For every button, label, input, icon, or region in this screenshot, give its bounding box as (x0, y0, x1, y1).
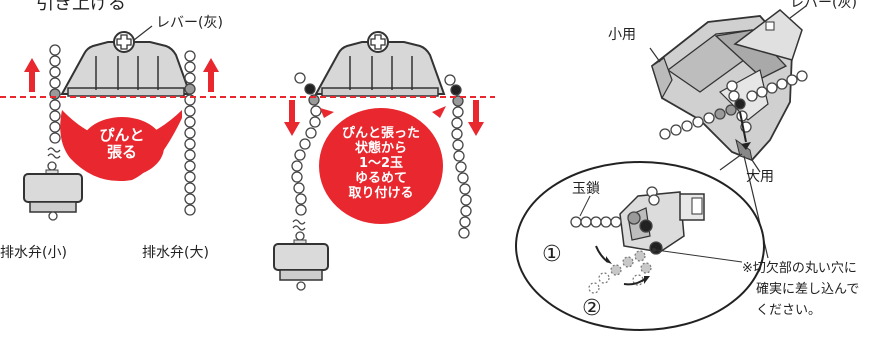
large-leader-line (751, 159, 761, 173)
callout-line: 張る (106, 143, 137, 162)
arrow-icon (606, 256, 612, 264)
plus-icon (367, 31, 389, 53)
callout-loosen-tail (320, 108, 334, 118)
lever-label: レバー(灰) (156, 15, 223, 31)
step-two: ② (582, 296, 602, 321)
drain-valve-small-left (23, 161, 83, 221)
ball-chain-large-left (184, 50, 196, 216)
note-leader-line (655, 249, 743, 263)
chain-break-mark (47, 147, 61, 159)
ball-chain-label: 玉鎖 (572, 181, 600, 197)
arrow-icon (644, 276, 650, 284)
step-one: ① (542, 242, 562, 267)
note-line: ※切欠部の丸い穴に (742, 261, 857, 276)
lever-leader-line (133, 25, 153, 41)
callout-line: 状態から (354, 141, 407, 156)
callout-taut-bubble (80, 117, 164, 177)
plus-icon (113, 31, 135, 53)
zoom-line (719, 153, 743, 171)
arrow-down-icon (741, 142, 751, 150)
callout-taut-text: ぴんと 張る (90, 126, 154, 162)
ball-chain-large-middle (444, 74, 472, 239)
detail-chain (570, 186, 663, 255)
lever-unit-3d (650, 9, 803, 162)
large-label: 大用 (746, 169, 774, 185)
callout-line: ぴんと張った (341, 126, 420, 141)
callout-line: ぴんと (99, 126, 145, 144)
arrow-up-icon (203, 58, 219, 92)
arrow-down-icon (468, 100, 484, 136)
lever-label-right: レバー(灰) (790, 0, 857, 11)
note-text: ※切欠部の丸い穴に 確実に差し込んで ください。 (742, 258, 859, 321)
detail-chain-ghost (588, 250, 652, 294)
small-label: 小用 (608, 27, 636, 43)
ball-chain-leader (579, 195, 591, 217)
callout-loosen-tail (432, 106, 446, 118)
callout-line: 1～2玉 (358, 156, 404, 171)
hole-point (652, 248, 656, 252)
ball-chain-small-left (49, 44, 61, 144)
lever-housing-left (60, 41, 192, 97)
partial-title: 引き上げる (36, 0, 126, 14)
note-line: 確実に差し込んで (756, 282, 860, 297)
small-leader-line (649, 47, 661, 63)
arrow-up-icon (24, 58, 40, 92)
drain-valve-small-label: 排水弁(小) (0, 245, 67, 261)
callout-line: 取り付ける (348, 186, 414, 201)
ball-chain-small-middle (291, 72, 322, 216)
callout-line: ゆるめて (354, 171, 407, 186)
callout-loosen-text: ぴんと張った 状態から 1～2玉 ゆるめて 取り付ける (330, 126, 432, 201)
drain-valve-large-label: 排水弁(大) (142, 245, 209, 261)
callout-loosen-bubble (319, 108, 443, 224)
drain-valve-small-middle (273, 231, 329, 291)
arrow-down-icon (284, 100, 300, 136)
insert-arrow (739, 111, 747, 143)
chain-break-mark (292, 219, 306, 231)
lever-leader-line (789, 5, 807, 19)
note-line: ください。 (756, 303, 822, 318)
